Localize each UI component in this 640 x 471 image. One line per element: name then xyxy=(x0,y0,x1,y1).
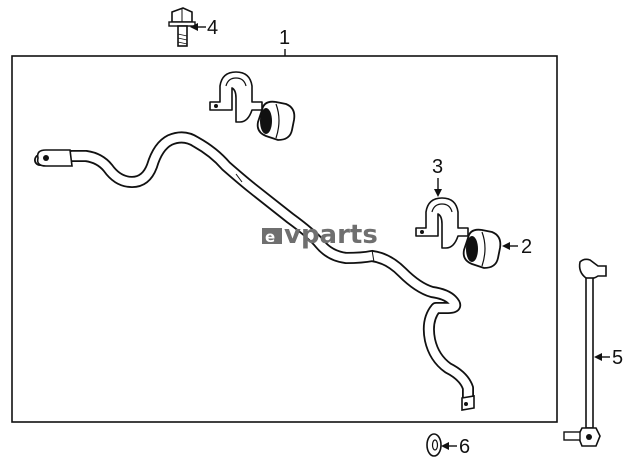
watermark-logo: e vparts xyxy=(262,220,378,250)
bracket-lower[interactable] xyxy=(415,197,469,249)
callout-4-number: 4 xyxy=(207,17,218,39)
callout-2[interactable]: 2 xyxy=(502,236,532,258)
callout-3-number: 3 xyxy=(432,156,443,178)
watermark-text: vparts xyxy=(284,220,378,250)
nut-part[interactable] xyxy=(426,433,442,457)
bracket-upper[interactable] xyxy=(209,71,263,123)
callout-1-number: 1 xyxy=(279,27,290,49)
bolt-part[interactable] xyxy=(168,7,196,47)
callout-2-number: 2 xyxy=(521,236,532,258)
callout-6-number: 6 xyxy=(459,436,470,458)
bushing-upper[interactable] xyxy=(256,100,296,141)
bushing-lower[interactable] xyxy=(462,228,502,269)
stabilizer-bar[interactable] xyxy=(34,131,475,411)
callout-4[interactable]: 4 xyxy=(190,17,218,39)
callout-1[interactable]: 1 xyxy=(279,27,290,56)
svg-text:e: e xyxy=(265,228,275,246)
callout-3[interactable]: 3 xyxy=(432,156,443,197)
stabilizer-link[interactable] xyxy=(563,258,607,447)
callout-5[interactable]: 5 xyxy=(594,347,623,369)
callout-5-number: 5 xyxy=(612,347,623,369)
callout-6[interactable]: 6 xyxy=(441,436,470,458)
